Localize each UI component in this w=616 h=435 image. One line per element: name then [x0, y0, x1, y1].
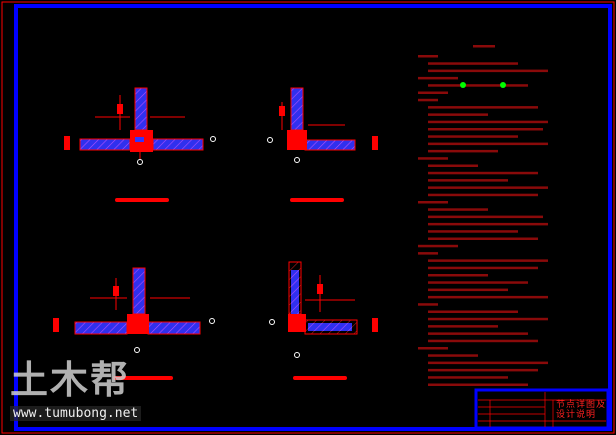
note-line	[428, 295, 548, 299]
note-line	[428, 113, 488, 116]
note-line	[418, 98, 438, 102]
note-line	[418, 244, 458, 248]
watermark: 土木帮 www.tumubong.net	[10, 358, 142, 421]
title-block-title-line1: 节点详图及	[556, 400, 607, 410]
note-line	[428, 179, 508, 182]
note-line	[418, 76, 458, 80]
title-block	[474, 388, 610, 430]
green-marker-1	[460, 82, 466, 88]
note-line	[428, 222, 548, 226]
note-line	[428, 149, 498, 153]
watermark-logo: 土木帮	[10, 358, 131, 402]
note-line	[428, 193, 538, 197]
detail-2	[267, 87, 378, 202]
note-line	[428, 230, 518, 233]
note-line	[428, 288, 508, 292]
note-line	[428, 332, 528, 335]
watermark-url: www.tumubong.net	[10, 406, 142, 421]
note-line	[473, 45, 495, 48]
drawing-border	[14, 4, 612, 431]
note-line	[418, 252, 438, 255]
note-line	[428, 383, 528, 386]
note-line	[428, 62, 518, 65]
note-line	[428, 186, 548, 189]
note-line	[428, 310, 518, 313]
note-line	[428, 69, 548, 73]
note-line	[428, 215, 543, 219]
note-line	[428, 106, 538, 109]
title-block-title-line2: 设计说明	[556, 410, 597, 420]
note-line	[428, 84, 528, 87]
note-line	[418, 303, 438, 306]
note-line	[418, 55, 438, 58]
note-line	[428, 325, 498, 328]
note-line	[428, 317, 548, 321]
note-line	[418, 91, 448, 94]
note-line	[428, 376, 508, 379]
note-line	[428, 120, 548, 124]
note-line	[428, 274, 488, 277]
detail-1	[64, 87, 216, 202]
note-line	[428, 164, 478, 167]
note-line	[428, 128, 543, 131]
note-line	[428, 266, 538, 270]
note-line	[418, 157, 448, 160]
note-line	[428, 368, 538, 372]
note-line	[418, 201, 448, 204]
note-line	[428, 339, 538, 343]
design-notes	[418, 45, 548, 386]
detail-4	[269, 261, 378, 380]
note-line	[428, 171, 538, 175]
note-line	[428, 281, 528, 284]
note-line	[418, 347, 448, 350]
note-line	[428, 361, 548, 365]
note-line	[428, 237, 538, 240]
note-line	[428, 354, 478, 357]
note-line	[428, 142, 548, 146]
green-marker-2	[500, 82, 506, 88]
note-line	[428, 135, 518, 138]
note-line	[428, 208, 488, 211]
note-line	[428, 259, 548, 262]
detail-3	[53, 267, 215, 380]
